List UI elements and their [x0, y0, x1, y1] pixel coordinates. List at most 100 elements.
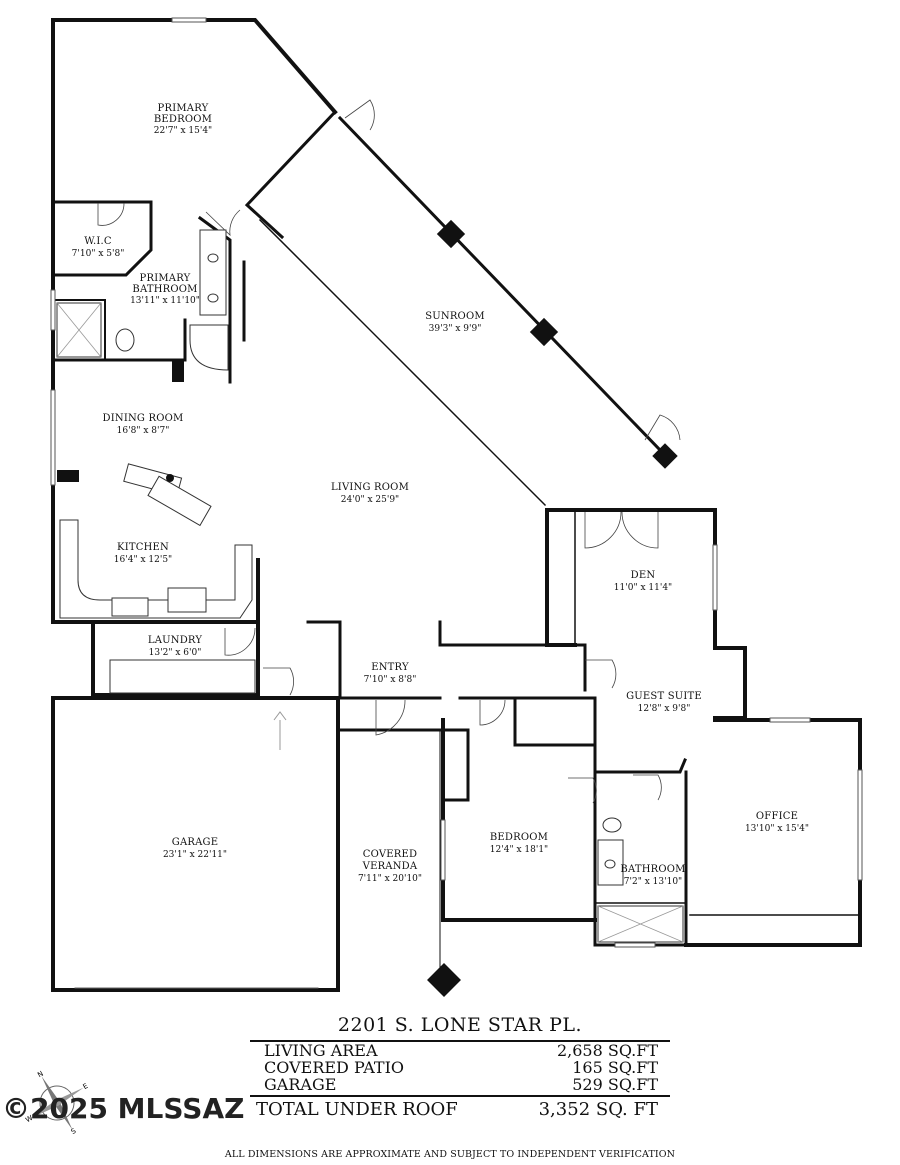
room-primary-bedroom-l2: BEDROOM	[154, 114, 212, 125]
disclaimer: ALL DIMENSIONS ARE APPROXIMATE AND SUBJE…	[224, 1149, 676, 1160]
column-4	[427, 963, 461, 997]
compass-e: E	[82, 1082, 90, 1091]
room-laundry-dims: 13'2" x 6'0"	[149, 648, 202, 658]
column-6	[57, 470, 79, 482]
wall-bath-low	[51, 318, 187, 362]
range	[111, 597, 149, 617]
room-kitchen: KITCHEN	[117, 542, 169, 553]
summary-total: TOTAL UNDER ROOF 3,352 SQ. FT	[250, 1097, 670, 1120]
door-bed	[479, 699, 506, 726]
sink-guest	[604, 859, 616, 869]
compass-s: S	[70, 1127, 78, 1136]
summary-row-patio: COVERED PATIO 165 SQ.FT	[250, 1059, 670, 1076]
column-2	[529, 317, 559, 347]
room-garage-dims: 23'1" x 22'11"	[163, 850, 227, 860]
window-bath	[614, 942, 656, 948]
room-guest-suite-dims: 12'8" x 9'8"	[638, 704, 691, 714]
door-den-right	[621, 511, 659, 549]
wall-primary-angled	[244, 109, 338, 240]
toilet-guest	[602, 817, 622, 833]
room-entry: ENTRY	[371, 662, 409, 673]
room-dining-dims: 16'8" x 8'7"	[117, 426, 170, 436]
door-entry	[375, 699, 406, 736]
window-office-east	[857, 769, 863, 881]
summary-row-living: LIVING AREA 2,658 SQ.FT	[250, 1042, 670, 1059]
window-west-1	[50, 289, 56, 331]
summary-value: 165 SQ.FT	[572, 1058, 658, 1077]
room-primary-bedroom-dims: 22'7" x 15'4"	[154, 126, 212, 136]
summary-label: COVERED PATIO	[264, 1058, 405, 1077]
room-office-dims: 13'10" x 15'4"	[745, 824, 809, 834]
wall-laundry	[91, 620, 260, 697]
wall-sunroom-outer	[337, 115, 663, 453]
area-summary: 2201 S. LONE STAR PL. LIVING AREA 2,658 …	[250, 1010, 670, 1120]
wall-primary-top	[51, 18, 338, 115]
wall-den-top	[545, 508, 747, 720]
wall-living-dividers	[438, 620, 587, 692]
room-living-dims: 24'0" x 25'9"	[341, 495, 399, 505]
wall-bath-top	[197, 215, 232, 384]
island-cooktop	[166, 474, 174, 482]
column-5	[172, 360, 184, 382]
laundry-counter	[109, 659, 256, 694]
room-primary-bathroom-dims: 13'11" x 11'10"	[130, 296, 200, 306]
room-sunroom: SUNROOM	[425, 311, 485, 322]
wall-garage	[51, 696, 340, 992]
summary-value: 529 SQ.FT	[572, 1075, 658, 1094]
room-laundry: LAUNDRY	[148, 635, 202, 646]
total-value: 3,352 SQ. FT	[538, 1099, 658, 1120]
room-dining: DINING ROOM	[103, 413, 184, 424]
summary-row-garage: GARAGE 529 SQ.FT	[250, 1076, 670, 1093]
toilet-primary	[115, 328, 135, 352]
window-west-2	[50, 389, 56, 486]
door-laundry	[224, 627, 256, 656]
summary-label: LIVING AREA	[264, 1041, 378, 1060]
wall-bedroom	[441, 718, 597, 922]
wall-bathroom	[593, 758, 687, 774]
kitchen-counter	[59, 519, 253, 619]
room-sunroom-dims: 39'3" x 9'9"	[429, 324, 482, 334]
room-office: OFFICE	[756, 811, 798, 822]
room-bathroom: BATHROOM	[620, 864, 685, 875]
room-bedroom-dims: 12'4" x 18'1"	[490, 845, 548, 855]
door-bath	[205, 209, 241, 237]
room-veranda-dims: 7'11" x 20'10"	[358, 874, 422, 884]
wall-bedroom-top	[458, 696, 597, 777]
door-sunroom-bottom	[644, 414, 681, 441]
windows	[50, 17, 863, 948]
kitchen-island-2	[147, 475, 212, 527]
door-sunroom-top	[344, 99, 375, 131]
room-primary-bathroom: PRIMARY	[140, 273, 191, 284]
window-primary-top	[171, 17, 207, 23]
window-office-top	[769, 717, 811, 723]
room-guest-suite: GUEST SUITE	[626, 691, 702, 702]
arrow-entry	[273, 711, 287, 750]
window-den	[712, 544, 718, 611]
room-veranda-l2: VERANDA	[362, 861, 418, 872]
compass-w: W	[24, 1114, 34, 1124]
floor-plan: PRIMARY BEDROOM 22'7" x 15'4" W.I.C 7'10…	[50, 17, 863, 997]
wall-closet	[513, 698, 597, 747]
room-primary-bathroom-l2: BATHROOM	[132, 284, 197, 295]
shower-x2	[56, 302, 102, 358]
address-rule	[250, 1040, 670, 1042]
wall-closet2	[441, 728, 470, 802]
door-den-left	[584, 511, 622, 549]
doors	[97, 99, 681, 804]
sink-kitchen	[167, 587, 207, 613]
room-veranda: COVERED	[363, 849, 417, 860]
compass-rose-icon: N E S W	[24, 1070, 90, 1137]
door-laundry2	[263, 667, 294, 696]
room-living: LIVING ROOM	[331, 482, 409, 493]
room-kitchen-dims: 16'4" x 12'5"	[114, 555, 172, 565]
sink-1	[207, 253, 219, 263]
door-wic	[97, 202, 125, 226]
summary-value: 2,658 SQ.FT	[556, 1041, 658, 1060]
compass-n: N	[36, 1070, 45, 1080]
sink-2	[207, 293, 219, 303]
door-bath3	[633, 774, 662, 801]
wall-den	[545, 508, 577, 647]
window-bedroom	[440, 819, 446, 881]
room-entry-dims: 7'10" x 8'8"	[364, 675, 417, 685]
shower-guest-x2	[597, 905, 684, 943]
